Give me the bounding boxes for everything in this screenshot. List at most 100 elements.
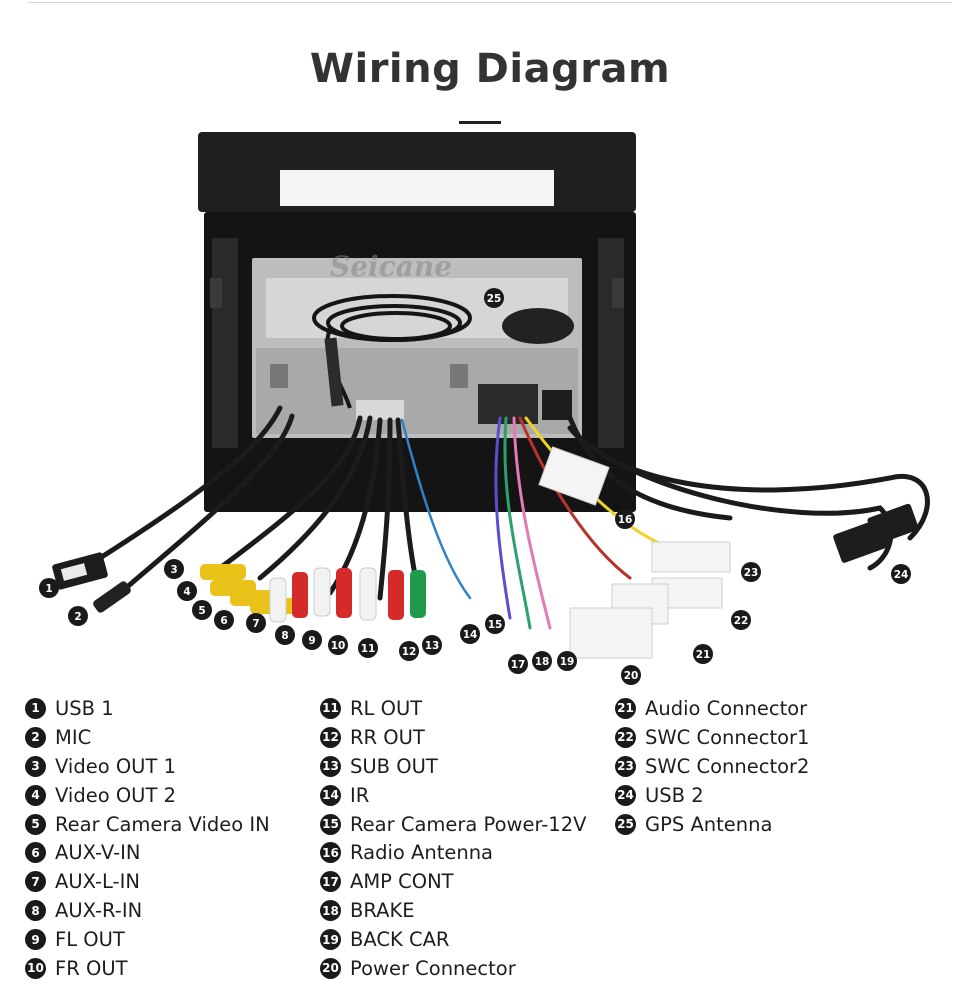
legend-item: 13 SUB OUT [320, 752, 586, 781]
legend-label: AUX-L-IN [55, 870, 140, 894]
callout-21: 21 [693, 644, 713, 664]
rca-plugs [200, 564, 426, 623]
page-title: Wiring Diagram [309, 46, 671, 92]
callout-4: 4 [177, 581, 197, 601]
svg-text:21: 21 [696, 649, 711, 661]
legend-label: Rear Camera Power-12V [350, 812, 587, 836]
callout-7: 7 [246, 613, 266, 633]
callout-6: 6 [214, 610, 234, 630]
legend-label: BRAKE [350, 899, 415, 923]
callout-23: 23 [741, 562, 761, 582]
callout-20: 20 [621, 665, 641, 685]
legend-number: 15 [320, 813, 341, 835]
legend-label: GPS Antenna [645, 812, 773, 836]
legend-number: 20 [320, 957, 341, 979]
legend-label: AUX-R-IN [55, 899, 143, 923]
svg-text:11: 11 [361, 643, 376, 655]
title-underline [459, 121, 501, 124]
legend-label: USB 1 [55, 696, 114, 720]
svg-text:3: 3 [170, 564, 177, 576]
legend-label: RR OUT [350, 725, 425, 749]
legend-item: 25 GPS Antenna [615, 810, 809, 839]
legend-item: 12 RR OUT [320, 723, 586, 752]
legend-number: 5 [25, 813, 46, 835]
legend-number: 3 [25, 755, 46, 777]
legend-label: Radio Antenna [350, 841, 494, 865]
legend-number: 17 [320, 871, 341, 893]
legend-number: 23 [615, 755, 636, 777]
callout-3: 3 [164, 559, 184, 579]
callout-17: 17 [508, 654, 528, 674]
svg-text:18: 18 [535, 656, 550, 668]
svg-text:19: 19 [560, 656, 575, 668]
svg-text:22: 22 [734, 615, 749, 627]
svg-text:4: 4 [183, 586, 190, 598]
legend-item: 3 Video OUT 1 [25, 752, 270, 781]
legend-number: 10 [25, 957, 46, 979]
callout-16: 16 [615, 509, 635, 529]
svg-text:6: 6 [220, 615, 227, 627]
legend-label: SUB OUT [350, 754, 438, 778]
legend-item: 15 Rear Camera Power-12V [320, 810, 586, 839]
svg-text:7: 7 [252, 618, 259, 630]
legend-label: Audio Connector [645, 696, 808, 720]
wiring-photo: Seicane [39, 132, 930, 685]
callout-15: 15 [485, 614, 505, 634]
connectors [538, 446, 731, 659]
legend-number: 21 [615, 697, 636, 719]
legend-item: 14 IR [320, 781, 586, 810]
callout-18: 18 [532, 651, 552, 671]
legend-number: 9 [25, 929, 46, 951]
legend-label: IR [350, 783, 370, 807]
svg-text:2: 2 [74, 611, 81, 623]
callout-1: 1 [39, 578, 59, 598]
legend-item: 21 Audio Connector [615, 694, 809, 723]
svg-text:1: 1 [45, 583, 52, 595]
callout-10: 10 [328, 635, 348, 655]
legend-label: AUX-V-IN [55, 841, 141, 865]
legend-number: 24 [615, 784, 636, 806]
svg-text:15: 15 [488, 619, 503, 631]
callout-22: 22 [731, 610, 751, 630]
legend-label: Video OUT 1 [55, 754, 176, 778]
legend-number: 4 [25, 784, 46, 806]
svg-text:23: 23 [744, 567, 759, 579]
svg-text:8: 8 [281, 630, 288, 642]
legend-number: 14 [320, 784, 341, 806]
svg-text:13: 13 [425, 640, 440, 652]
gps-puck [502, 308, 574, 344]
legend-number: 12 [320, 726, 341, 748]
svg-text:10: 10 [331, 640, 346, 652]
legend-number: 16 [320, 842, 341, 864]
callout-12: 12 [399, 641, 419, 661]
legend-label: BACK CAR [350, 928, 450, 952]
legend-number: 11 [320, 697, 341, 719]
svg-text:14: 14 [463, 629, 478, 641]
top-divider [28, 2, 952, 3]
watermark: Seicane [330, 250, 452, 283]
legend-item: 10 FR OUT [25, 954, 270, 983]
legend-number: 25 [615, 813, 636, 835]
svg-text:9: 9 [308, 635, 315, 647]
callout-2: 2 [68, 606, 88, 626]
legend-number: 13 [320, 755, 341, 777]
svg-text:25: 25 [487, 293, 502, 305]
gps-antenna [312, 294, 472, 409]
legend-number: 22 [615, 726, 636, 748]
callout-9: 9 [302, 630, 322, 650]
callout-14: 14 [460, 624, 480, 644]
svg-text:12: 12 [402, 646, 417, 658]
legend-label: FR OUT [55, 956, 128, 980]
